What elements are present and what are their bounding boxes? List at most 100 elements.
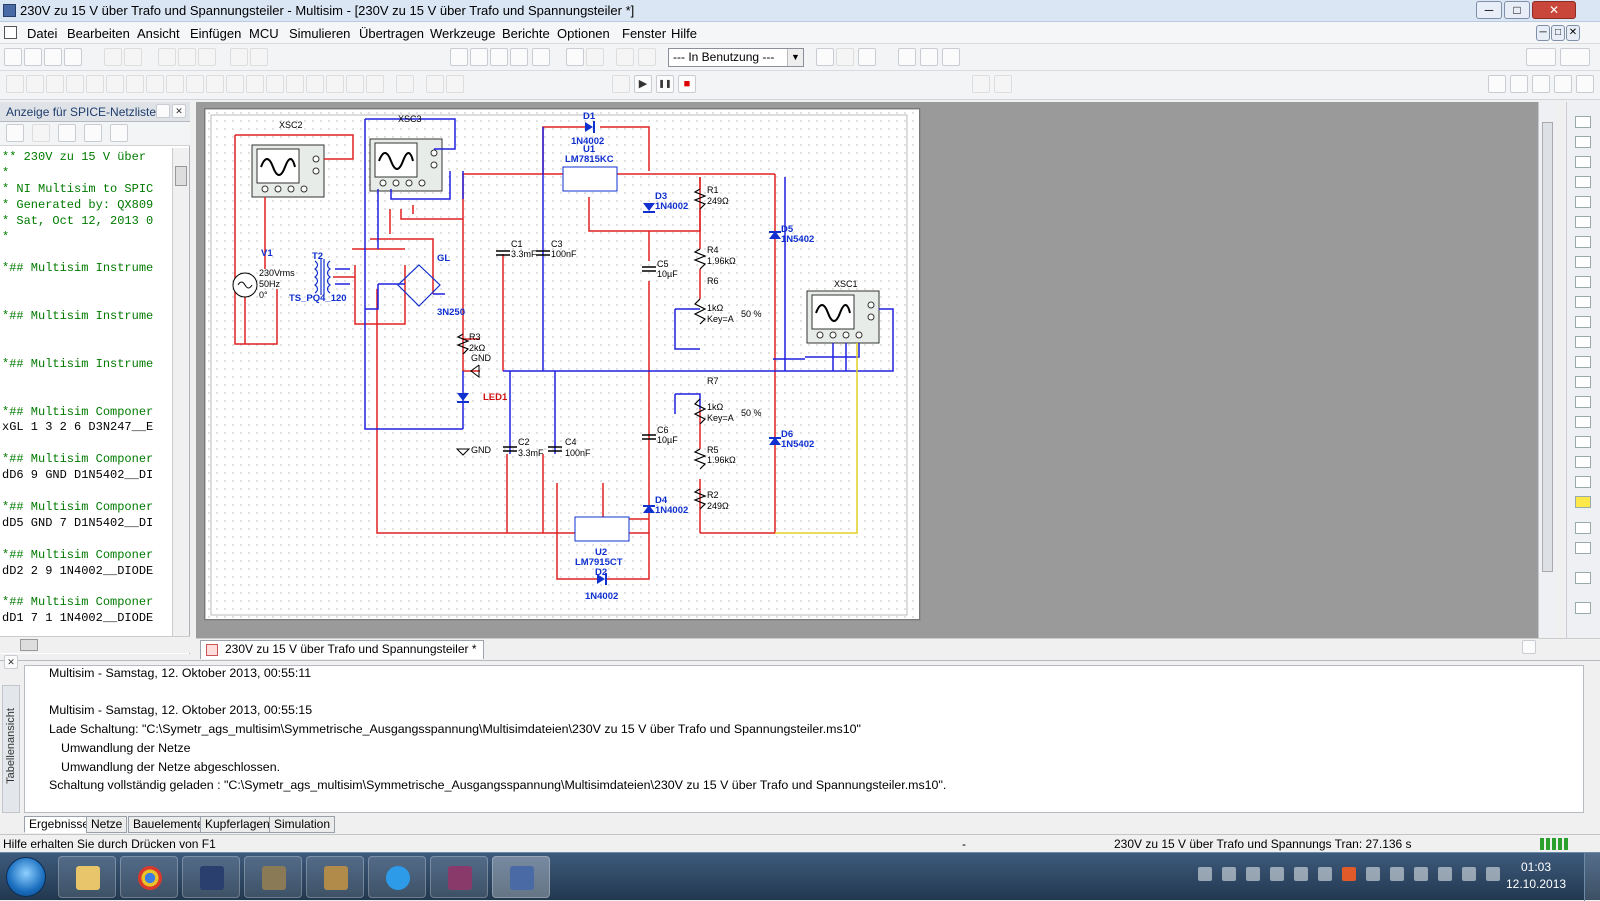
tray-speaker-icon[interactable] bbox=[1462, 867, 1476, 881]
results-log[interactable]: Multisim - Samstag, 12. Oktober 2013, 00… bbox=[24, 665, 1584, 813]
four-channel-scope-icon[interactable] bbox=[1575, 196, 1591, 208]
multimeter-icon[interactable] bbox=[1575, 116, 1591, 128]
menu-bearbeiten[interactable]: Bearbeiten bbox=[67, 26, 130, 41]
function-generator-icon[interactable] bbox=[1575, 136, 1591, 148]
oscilloscope-xsc2[interactable] bbox=[251, 144, 325, 198]
paste-icon[interactable] bbox=[198, 48, 216, 66]
tab-document[interactable]: 230V zu 15 V über Trafo und Spannungstei… bbox=[200, 640, 484, 659]
probe-settings-icon[interactable] bbox=[1575, 602, 1591, 614]
tray-volume-icon[interactable] bbox=[1342, 867, 1356, 881]
oscilloscope-icon[interactable] bbox=[1575, 176, 1591, 188]
indicator-component-icon[interactable] bbox=[206, 75, 224, 93]
frequency-counter-icon[interactable] bbox=[1575, 236, 1591, 248]
basic-component-icon[interactable] bbox=[26, 75, 44, 93]
save-icon[interactable] bbox=[58, 124, 76, 142]
start-button[interactable] bbox=[6, 857, 46, 897]
probe-icon[interactable] bbox=[612, 75, 630, 93]
minimize-button[interactable]: ─ bbox=[1476, 1, 1502, 19]
zoom-out-icon[interactable] bbox=[1510, 75, 1528, 93]
canvas-vertical-scrollbar[interactable] bbox=[1538, 102, 1556, 638]
electromechanical-icon[interactable] bbox=[306, 75, 324, 93]
back-annotate-icon[interactable] bbox=[836, 48, 854, 66]
taskbar-winrar[interactable] bbox=[430, 856, 488, 898]
copy-icon[interactable] bbox=[110, 124, 128, 142]
menu-datei[interactable]: Datei bbox=[27, 26, 58, 41]
print-icon[interactable] bbox=[32, 124, 50, 142]
postprocessor-icon[interactable] bbox=[566, 48, 584, 66]
logic-analyzer-icon[interactable] bbox=[1575, 276, 1591, 288]
regulator-u2[interactable] bbox=[574, 516, 630, 542]
word-generator-icon[interactable] bbox=[1575, 256, 1591, 268]
chevron-down-icon[interactable]: ▼ bbox=[787, 49, 803, 66]
taskbar-security[interactable] bbox=[182, 856, 240, 898]
mdi-close-button[interactable]: ✕ bbox=[1566, 25, 1580, 41]
ac-source-v1[interactable] bbox=[232, 272, 258, 298]
document-icon[interactable] bbox=[4, 26, 17, 39]
open-sample-icon[interactable] bbox=[44, 48, 62, 66]
taskbar-folder[interactable] bbox=[306, 856, 364, 898]
power-component-icon[interactable] bbox=[226, 75, 244, 93]
voltage-probe-icon[interactable] bbox=[1575, 572, 1591, 584]
cmos-component-icon[interactable] bbox=[126, 75, 144, 93]
ni-elvis-icon[interactable] bbox=[1575, 522, 1591, 534]
spectrum-analyzer-icon[interactable] bbox=[1575, 356, 1591, 368]
network-analyzer-icon[interactable] bbox=[1575, 376, 1591, 388]
tray-battery-icon[interactable] bbox=[1486, 867, 1500, 881]
refresh-icon[interactable] bbox=[6, 124, 24, 142]
close-button[interactable]: ✕ bbox=[1532, 1, 1576, 19]
analog-component-icon[interactable] bbox=[86, 75, 104, 93]
stop-simulation-button[interactable]: ■ bbox=[678, 75, 696, 93]
tray-keyboard-icon[interactable] bbox=[1318, 867, 1332, 881]
mcu-component-icon[interactable] bbox=[146, 75, 164, 93]
spice-netlist-icon[interactable] bbox=[490, 48, 508, 66]
tray-display-icon[interactable] bbox=[1366, 867, 1380, 881]
netlist-vertical-scrollbar[interactable] bbox=[172, 148, 189, 636]
menu-berichte[interactable]: Berichte bbox=[502, 26, 550, 41]
source-component-icon[interactable] bbox=[6, 75, 24, 93]
menu-uebertragen[interactable]: Übertragen bbox=[359, 26, 425, 41]
bridge-rectifier-gl[interactable] bbox=[397, 264, 441, 307]
rf-component-icon[interactable] bbox=[286, 75, 304, 93]
schematic-sheet[interactable]: XSC2 XSC3 XSC1 D1 1N4002 U1 LM7815KC D3 … bbox=[204, 108, 921, 621]
ni-component-icon[interactable] bbox=[326, 75, 344, 93]
tab-kupferlagen[interactable]: Kupferlagen bbox=[200, 816, 275, 833]
tray-bluetooth-icon[interactable] bbox=[1246, 867, 1260, 881]
agilent-scope-icon[interactable] bbox=[1575, 436, 1591, 448]
pin-icon[interactable] bbox=[156, 104, 170, 118]
in-use-list-select[interactable]: --- In Benutzung --- ▼ bbox=[668, 48, 804, 67]
show-desktop-button[interactable] bbox=[1584, 853, 1600, 901]
tray-signal-icon[interactable] bbox=[1438, 867, 1452, 881]
view-split-icon[interactable] bbox=[1560, 48, 1590, 66]
view-layout-icon[interactable] bbox=[1526, 48, 1556, 66]
tray-arrow-icon[interactable] bbox=[1198, 867, 1212, 881]
design-toolbox-icon[interactable] bbox=[450, 48, 468, 66]
close-panel-button[interactable]: ✕ bbox=[4, 655, 18, 669]
transformer-t2[interactable] bbox=[314, 259, 331, 295]
mixed-component-icon[interactable] bbox=[186, 75, 204, 93]
taskbar-internet-explorer[interactable] bbox=[368, 856, 426, 898]
tab-netze[interactable]: Netze bbox=[86, 816, 128, 833]
oscilloscope-xsc3[interactable] bbox=[369, 138, 443, 192]
taskbar-multisim[interactable] bbox=[492, 856, 550, 898]
bode-plotter-icon[interactable] bbox=[1575, 216, 1591, 228]
netlist-text[interactable]: ** 230V zu 15 V über** NI Multisim to SP… bbox=[2, 150, 172, 630]
run-simulation-button[interactable]: ▶ bbox=[634, 75, 652, 93]
menu-einfuegen[interactable]: Einfügen bbox=[190, 26, 242, 41]
close-panel-button[interactable]: ✕ bbox=[172, 104, 186, 118]
place-wire-icon[interactable] bbox=[446, 75, 464, 93]
hierarchical-block-icon[interactable] bbox=[366, 75, 384, 93]
agilent-generator-icon[interactable] bbox=[1575, 396, 1591, 408]
menu-optionen[interactable]: Optionen bbox=[557, 26, 610, 41]
help-icon[interactable] bbox=[942, 48, 960, 66]
regulator-u1[interactable] bbox=[562, 166, 618, 192]
tray-skype-icon[interactable] bbox=[1222, 867, 1236, 881]
scroll-thumb[interactable] bbox=[175, 166, 187, 186]
menu-ansicht[interactable]: Ansicht bbox=[137, 26, 180, 41]
netlist-horizontal-scrollbar[interactable] bbox=[0, 636, 190, 653]
spreadsheet-view-icon[interactable] bbox=[470, 48, 488, 66]
maximize-button[interactable]: □ bbox=[1504, 1, 1530, 19]
new-file-icon[interactable] bbox=[4, 48, 22, 66]
tray-app-icon-2[interactable] bbox=[1294, 867, 1308, 881]
taskbar-chrome[interactable] bbox=[120, 856, 178, 898]
taskbar-gimp[interactable] bbox=[244, 856, 302, 898]
